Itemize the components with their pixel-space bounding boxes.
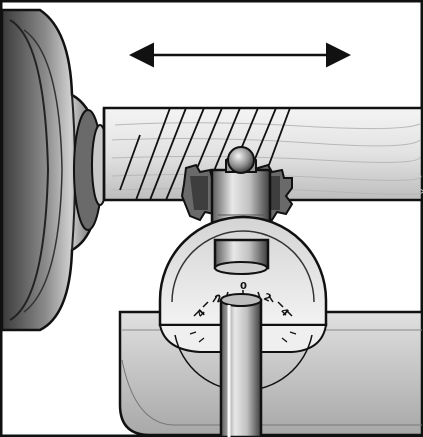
scale-label-left-2: 2 — [214, 293, 225, 306]
lathe-chuck — [0, 8, 109, 332]
workpiece-shaft — [102, 106, 423, 202]
tool-post — [213, 238, 270, 437]
scale-label-center-0: 0 — [240, 281, 247, 292]
scale-label-right-2: 2 — [262, 292, 273, 305]
pivot-knob-icon — [227, 146, 255, 174]
